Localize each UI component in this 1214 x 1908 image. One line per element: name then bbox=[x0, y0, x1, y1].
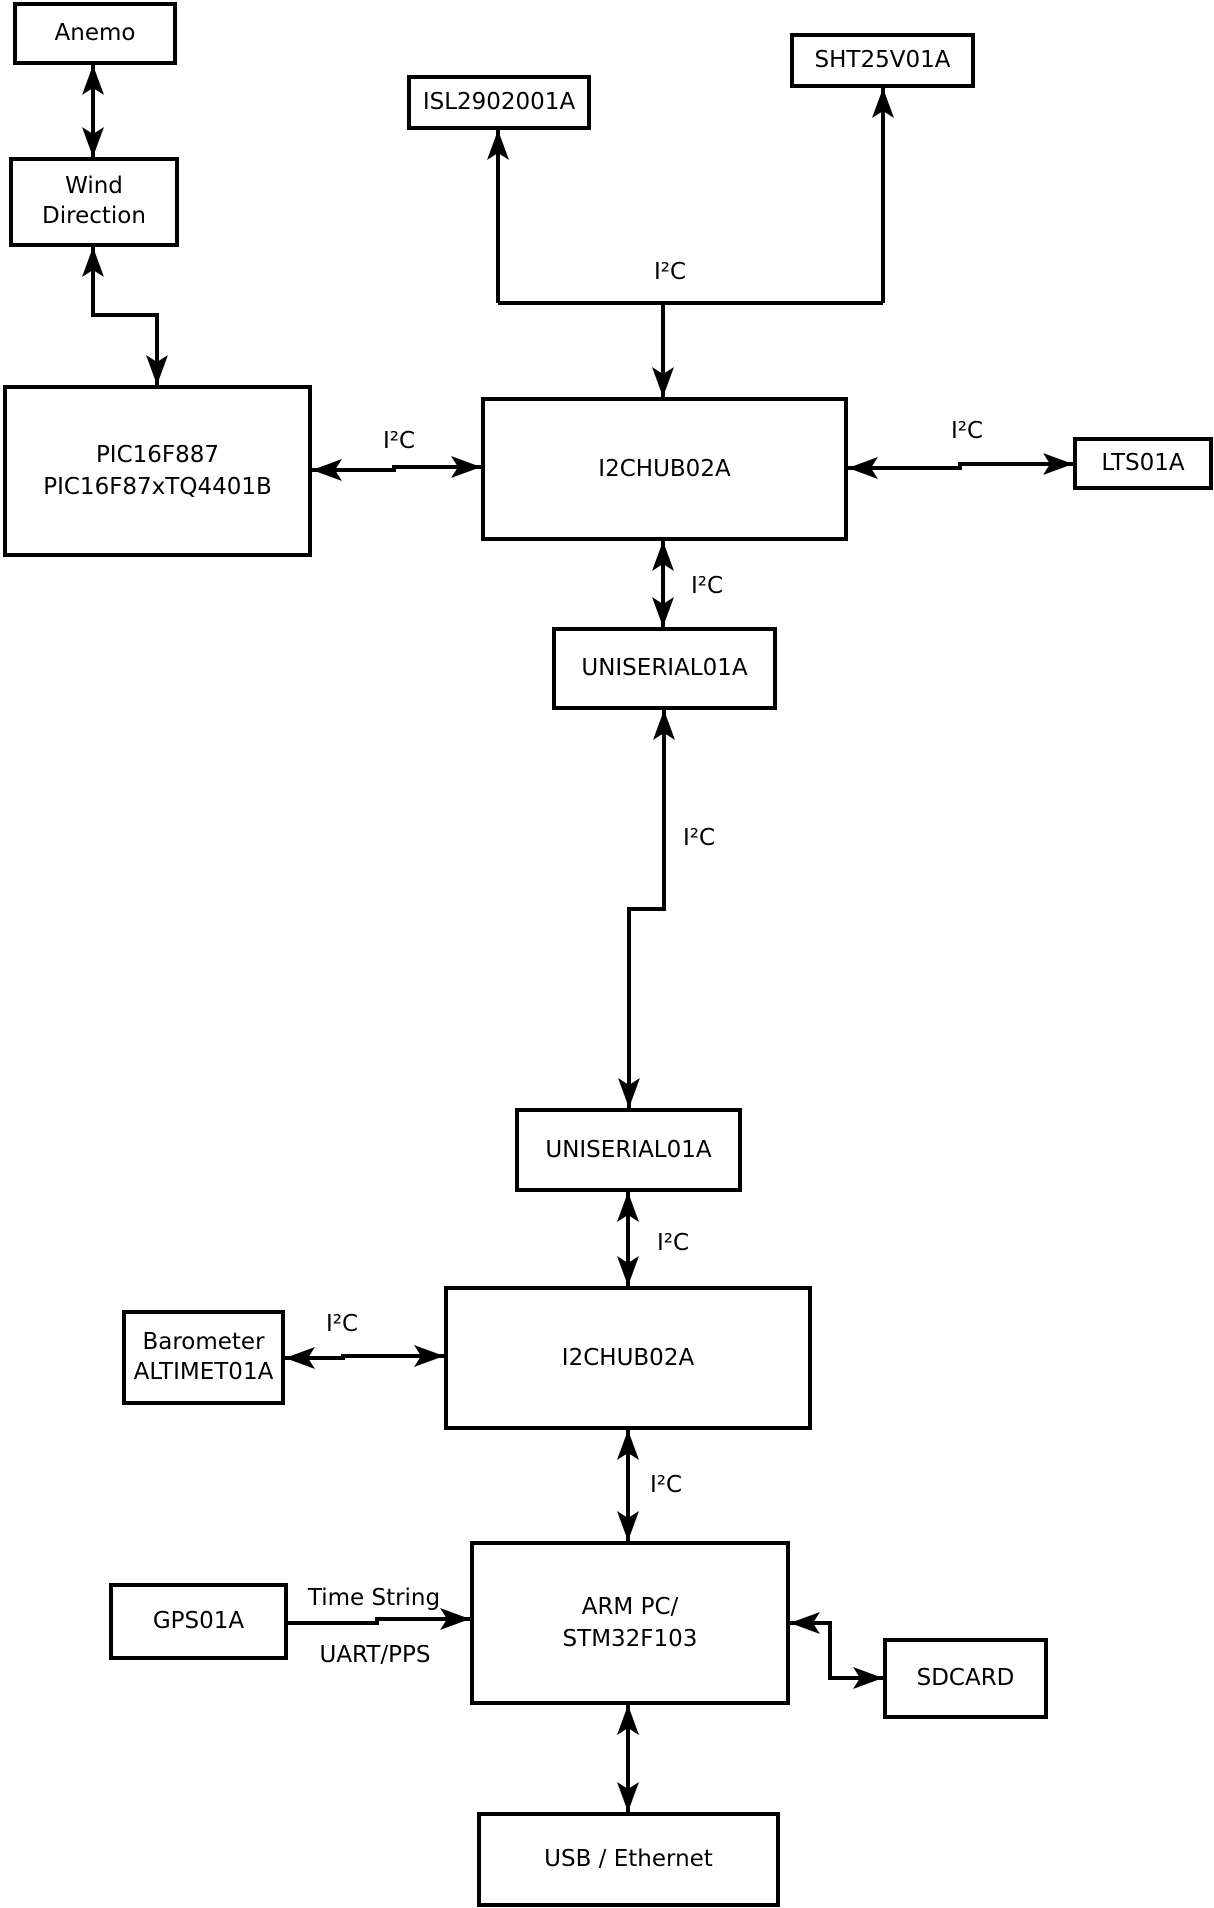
node-gps01a-label: GPS01A bbox=[152, 1608, 245, 1635]
edge-label-uniserial-link-i2c: I²C bbox=[682, 825, 716, 851]
edge-arm-sdcard bbox=[790, 1612, 883, 1689]
edge-pic-hub1 bbox=[312, 456, 481, 481]
node-sht25v01a-label: SHT25V01A bbox=[814, 47, 951, 74]
node-sdcard: SDCARD bbox=[883, 1638, 1048, 1719]
node-i2chub-top: I2CHUB02A bbox=[481, 397, 848, 541]
node-uniserial-bottom-label: UNISERIAL01A bbox=[545, 1136, 712, 1163]
node-wind-direction-line2: Direction bbox=[42, 203, 146, 229]
node-uniserial-top-label: UNISERIAL01A bbox=[581, 655, 748, 682]
node-pic16f887: PIC16F887 PIC16F87xTQ4401B bbox=[3, 385, 312, 557]
node-uniserial-top: UNISERIAL01A bbox=[552, 627, 777, 710]
node-usb-ethernet: USB / Ethernet bbox=[477, 1812, 780, 1907]
edge-label-pic-hub-i2c: I²C bbox=[382, 428, 416, 454]
node-barometer-line1: Barometer bbox=[142, 1328, 265, 1355]
edge-label-hub2-arm-i2c: I²C bbox=[649, 1472, 683, 1498]
edge-label-uniserial-hub2-i2c: I²C bbox=[656, 1230, 690, 1256]
edge-hub1-lts bbox=[848, 453, 1073, 479]
node-i2chub-bottom: I2CHUB02A bbox=[444, 1286, 812, 1430]
edge-barometer-hub2 bbox=[285, 1345, 444, 1369]
node-arm-pc-line2: STM32F103 bbox=[562, 1626, 698, 1652]
edge-gps-arm bbox=[288, 1608, 470, 1630]
node-isl2902001a-label: ISL2902001A bbox=[422, 89, 576, 116]
node-pic16f887-line2: PIC16F87xTQ4401B bbox=[43, 474, 272, 500]
edge-label-time-string: Time String bbox=[307, 1585, 441, 1611]
node-arm-pc-line1: ARM PC/ bbox=[581, 1593, 679, 1620]
edge-uniserial1-uniserial2 bbox=[618, 710, 675, 1108]
node-anemo-label: Anemo bbox=[54, 20, 136, 47]
node-sht25v01a: SHT25V01A bbox=[790, 33, 975, 88]
node-barometer-line2: ALTIMET01A bbox=[133, 1358, 274, 1385]
node-lts01a: LTS01A bbox=[1073, 437, 1213, 490]
edge-label-barometer-hub2-i2c: I²C bbox=[325, 1311, 359, 1337]
edge-wind-pic bbox=[82, 247, 168, 385]
node-wind-direction-line1: Wind bbox=[65, 173, 123, 200]
node-i2chub-bottom-label: I2CHUB02A bbox=[561, 1344, 695, 1371]
node-uniserial-bottom: UNISERIAL01A bbox=[515, 1108, 742, 1192]
node-anemo: Anemo bbox=[13, 2, 177, 65]
node-lts01a-label: LTS01A bbox=[1101, 450, 1185, 477]
node-sdcard-label: SDCARD bbox=[916, 1665, 1015, 1692]
node-pic16f887-line1: PIC16F887 bbox=[95, 441, 220, 468]
node-gps01a: GPS01A bbox=[109, 1583, 288, 1660]
edge-label-hub-uniserial-i2c: I²C bbox=[690, 573, 724, 599]
edge-label-uart-pps: UART/PPS bbox=[319, 1642, 431, 1668]
edge-label-hub-lts-i2c: I²C bbox=[950, 418, 984, 444]
node-isl2902001a: ISL2902001A bbox=[407, 75, 591, 130]
node-wind-direction: Wind Direction bbox=[9, 157, 179, 247]
node-usb-ethernet-label: USB / Ethernet bbox=[544, 1846, 713, 1873]
node-barometer-altimet01a: Barometer ALTIMET01A bbox=[122, 1310, 285, 1405]
node-arm-pc: ARM PC/ STM32F103 bbox=[470, 1541, 790, 1705]
edge-label-sensor-bus-i2c: I²C bbox=[653, 259, 687, 285]
node-i2chub-top-label: I2CHUB02A bbox=[598, 455, 731, 482]
